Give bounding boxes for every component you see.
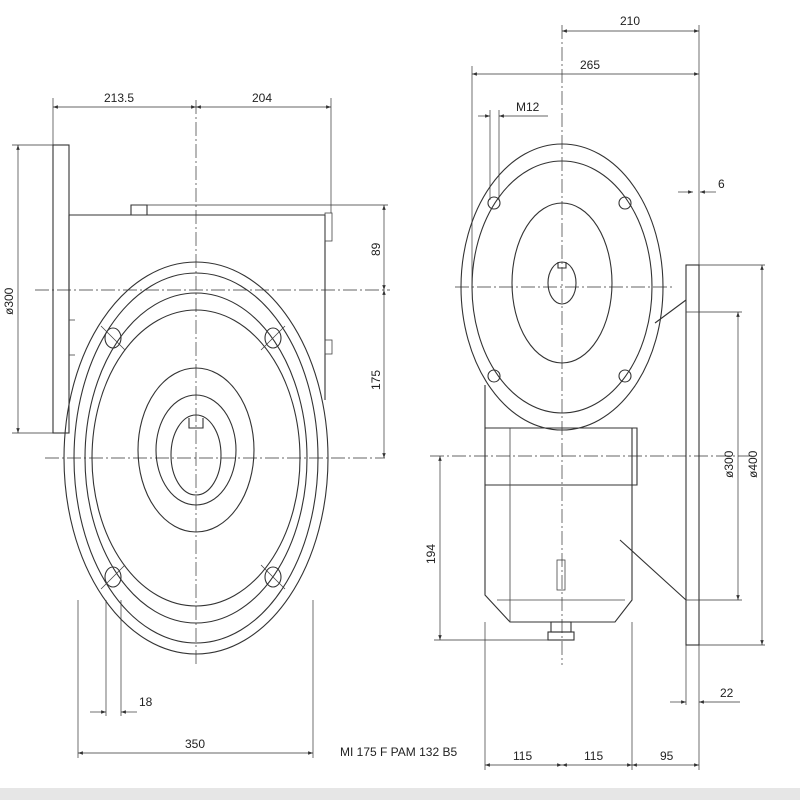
dim-label-350: 350	[185, 737, 205, 751]
dim-label-400: ø400	[746, 450, 760, 478]
dim-label-95: 95	[660, 749, 674, 763]
left-bolt-holes	[100, 325, 286, 590]
bolt-hole	[264, 327, 282, 349]
dim-label-M12: M12	[516, 100, 540, 114]
bottom-strip	[0, 788, 800, 800]
dim-label-115-a: 115	[513, 749, 532, 763]
left-keyway	[188, 418, 204, 429]
left-flange-plate	[52, 144, 70, 434]
dim-label-6: 6	[718, 177, 725, 191]
bolt-hole	[264, 566, 282, 588]
right-oil-level	[556, 559, 566, 591]
dim-label-115-b: 115	[584, 749, 603, 763]
right-housing-web	[619, 299, 687, 601]
left-view: 213.5 204 ø300 89 175 18 350	[2, 91, 390, 758]
bolt-hole	[104, 327, 122, 349]
bolt-hole	[104, 566, 122, 588]
dim-label-300-right: ø300	[722, 450, 736, 478]
right-bolt-holes	[487, 196, 632, 383]
left-housing-boss	[324, 212, 333, 242]
right-drain-plug-head	[547, 631, 575, 641]
dim-label-22: 22	[720, 686, 734, 700]
dim-label-300-left: ø300	[2, 287, 16, 315]
dim-label-265: 265	[580, 58, 600, 72]
right-housing-body	[484, 385, 638, 623]
bolt-hole	[618, 369, 632, 383]
right-drain-plug	[550, 621, 572, 633]
bolt-hole	[487, 196, 501, 210]
right-view: 210 265 M12 6 ø300 ø400 194 22 115 115 9…	[424, 14, 765, 770]
dim-label-210: 210	[620, 14, 640, 28]
dim-label-213-5: 213.5	[104, 91, 134, 105]
dim-label-18: 18	[139, 695, 153, 709]
right-housing-side	[497, 428, 625, 622]
model-label: MI 175 F PAM 132 B5	[340, 745, 457, 759]
left-housing-boss-2	[324, 339, 333, 355]
dim-label-89: 89	[369, 242, 383, 256]
right-motor-flange	[685, 264, 700, 646]
dim-label-204: 204	[252, 91, 272, 105]
dim-label-175: 175	[369, 370, 383, 390]
left-housing-top	[68, 204, 326, 400]
bolt-hole	[618, 196, 632, 210]
dim-label-194: 194	[424, 544, 438, 564]
bolt-hole	[487, 369, 501, 383]
